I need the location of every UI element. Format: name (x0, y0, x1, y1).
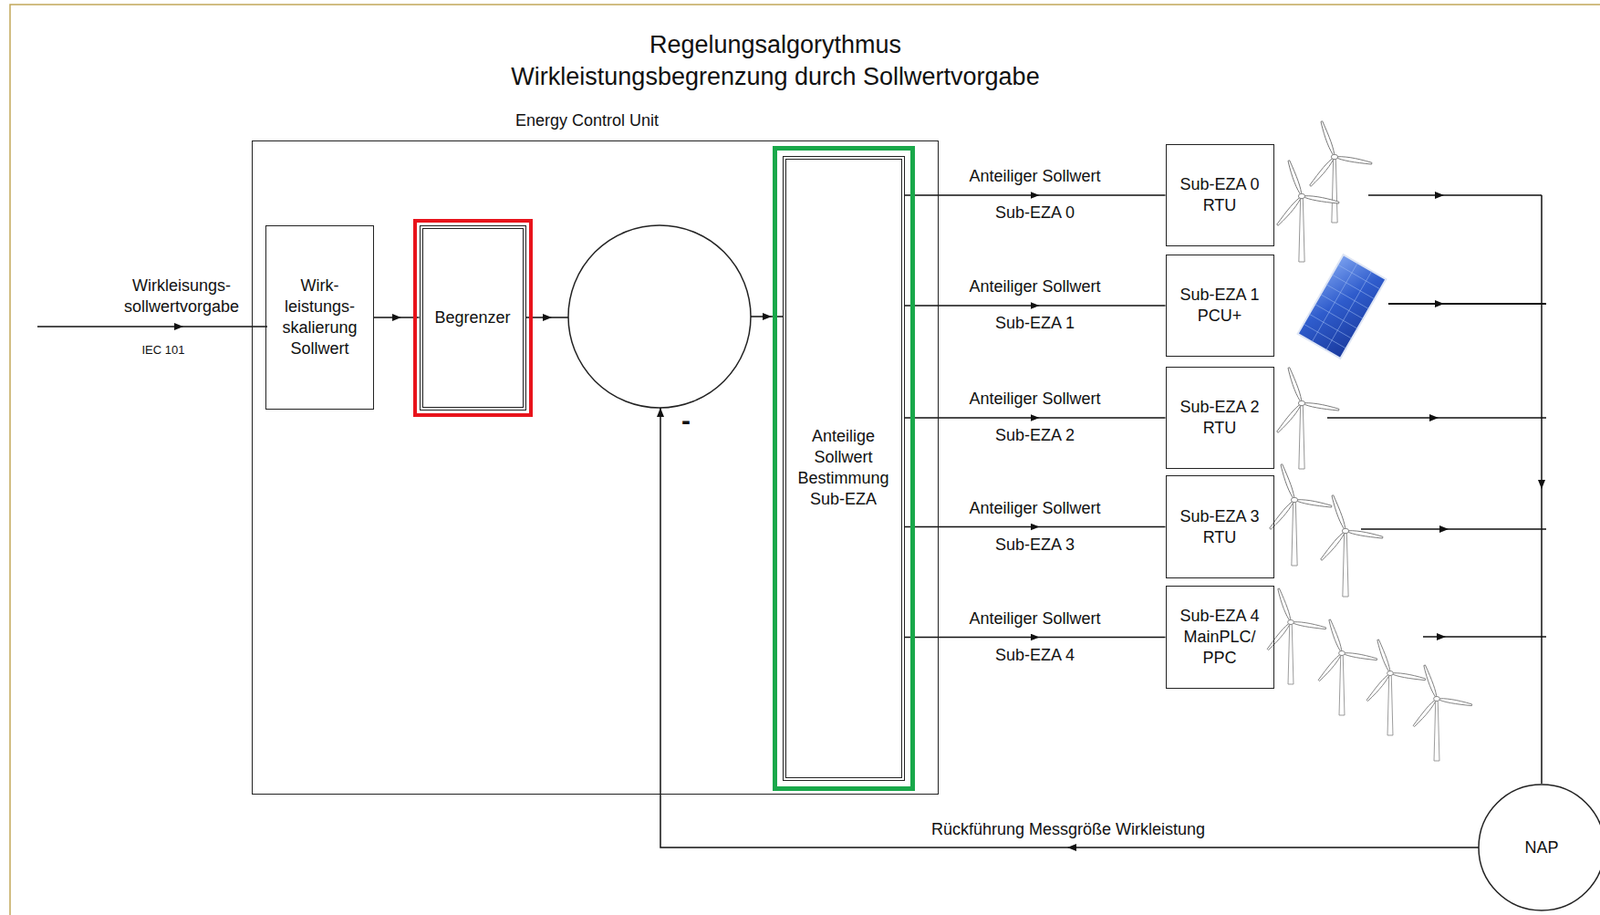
wind-turbine (1276, 366, 1340, 469)
solar-panel (1298, 254, 1387, 359)
node-text: Anteilige Sollwert Bestimmung Sub-EZA (791, 425, 896, 510)
node-text: NAP (1524, 837, 1559, 859)
feed-line (1423, 635, 1547, 638)
signal-arrow (526, 316, 569, 319)
node-text: Sub-EZA 0 RTU (1172, 174, 1268, 217)
signal-label: Wirkleisungs- sollwertvorgabe (113, 275, 250, 318)
limiter-box: Begrenzer (419, 225, 527, 411)
setpoint-target-label: Sub-EZA 0 (995, 202, 1075, 224)
sub-plant-box: Sub-EZA 1 PCU+ (1165, 254, 1275, 357)
feedback-line (912, 846, 1479, 849)
wind-turbine (1412, 664, 1472, 761)
edge-label: Anteiliger Sollwert (968, 608, 1101, 630)
wind-turbine (1309, 120, 1372, 223)
connector (904, 636, 1166, 639)
connector (374, 316, 420, 319)
feed-line (1327, 416, 1547, 419)
node-text: Begrenzer (434, 307, 510, 329)
feed-line (1361, 528, 1547, 530)
sub-plant-box: Sub-EZA 4 MainPLC/ PPC (1165, 585, 1275, 689)
unit-heading: Energy Control Unit (515, 110, 659, 132)
node-text: Sub-EZA 3 RTU (1172, 506, 1268, 549)
protocol-label: IEC 101 (142, 342, 186, 358)
feedback-label: Rückführung Messgröße Wirkleistung (931, 819, 1206, 841)
node-text: Sub-EZA 1 PCU+ (1172, 284, 1268, 327)
setpoint-target-label: Sub-EZA 3 (995, 534, 1075, 556)
edge-label: Anteiliger Sollwert (968, 276, 1101, 298)
wind-turbines (1266, 120, 1472, 761)
control-unit: Energy Control UnitWirk- leistungs- skal… (251, 140, 939, 795)
wind-turbine (1319, 494, 1383, 597)
feed-line (1368, 194, 1542, 197)
input-arrow (37, 325, 268, 328)
node-text: Wirk- leistungs- skalierung Sollwert (271, 275, 368, 360)
sub-plant-box: Sub-EZA 0 RTU (1165, 144, 1275, 247)
sub-plant-box: Sub-EZA 3 RTU (1165, 475, 1275, 579)
edge-label: Anteiliger Sollwert (968, 388, 1101, 410)
collector-line (1540, 195, 1543, 784)
connector (904, 304, 1166, 307)
edge-label: Anteiliger Sollwert (968, 498, 1101, 520)
node-text: Sub-EZA 4 MainPLC/ PPC (1172, 605, 1268, 669)
connector (904, 526, 1166, 529)
distribution-box: Anteilige Sollwert Bestimmung Sub-EZA (782, 155, 905, 781)
grid-connection-point: NAP (1477, 783, 1600, 912)
solar-panel-body (1298, 254, 1387, 359)
wind-turbine (1268, 463, 1332, 566)
feedback-line (660, 407, 913, 848)
wind-turbine (1276, 159, 1340, 262)
wind-turbine (1266, 588, 1326, 685)
sub-plant-box: Sub-EZA 2 RTU (1165, 366, 1275, 469)
connector (904, 194, 1166, 197)
diagram-title: Regelungsalgorythmus Wirkleistungsbegren… (509, 29, 1041, 94)
connector (904, 416, 1166, 419)
page-frame (10, 4, 1600, 915)
scaling-box: Wirk- leistungs- skalierung Sollwert (265, 225, 375, 410)
setpoint-target-label: Sub-EZA 1 (995, 312, 1075, 334)
feed-line (1388, 302, 1547, 305)
setpoint-target-label: Sub-EZA 4 (995, 644, 1075, 666)
minus-sign: - (681, 403, 691, 438)
signal-arrow (750, 315, 784, 318)
summing-junction (568, 225, 751, 408)
node-text: Sub-EZA 2 RTU (1172, 396, 1268, 439)
edge-label: Anteiliger Sollwert (968, 166, 1101, 188)
solar-panel-grid (1298, 254, 1387, 359)
setpoint-target-label: Sub-EZA 2 (995, 425, 1075, 447)
circle-outline (1478, 784, 1600, 911)
